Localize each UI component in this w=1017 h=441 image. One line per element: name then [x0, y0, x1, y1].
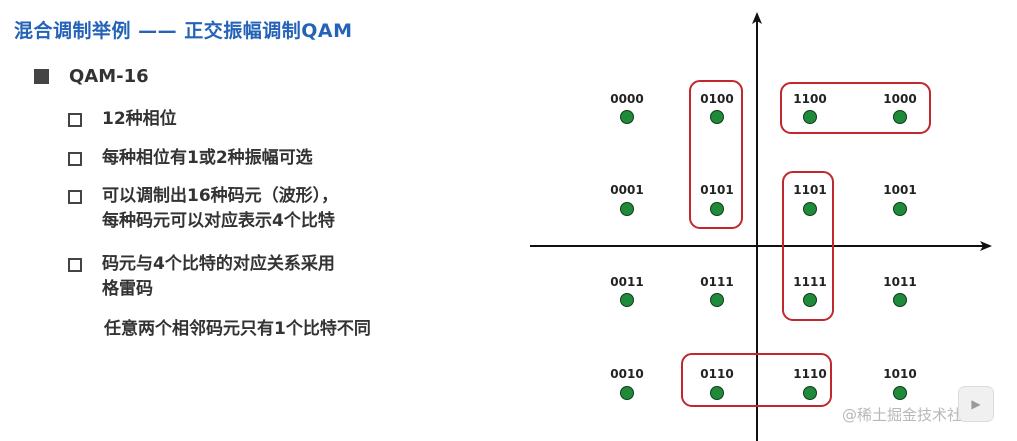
gray-group-box: [782, 171, 834, 321]
constellation-point: [893, 386, 907, 400]
gray-group-box: [780, 82, 931, 134]
constellation-point: [620, 202, 634, 216]
checkbox-bullet-icon: [68, 113, 82, 127]
corner-widget-icon[interactable]: ▶: [958, 386, 994, 422]
section-heading-text: QAM-16: [69, 66, 149, 87]
checkbox-bullet-icon: [68, 258, 82, 272]
checkbox-bullet-icon: [68, 190, 82, 204]
point-label: 1001: [883, 183, 916, 197]
section-heading: QAM-16: [34, 66, 149, 87]
constellation-point: [620, 386, 634, 400]
gray-code-note: 任意两个相邻码元只有1个比特不同: [104, 319, 371, 339]
point-label: 0100: [700, 92, 733, 106]
filled-square-bullet-icon: [34, 69, 49, 84]
slide-title: 混合调制举例 —— 正交振幅调制QAM: [14, 20, 353, 42]
point-label: 1011: [883, 275, 916, 289]
constellation-point: [710, 386, 724, 400]
constellation-point: [893, 202, 907, 216]
point-label: 0010: [610, 367, 643, 381]
point-label: 0001: [610, 183, 643, 197]
point-label: 0011: [610, 275, 643, 289]
list-item: 每种相位有1或2种振幅可选: [68, 146, 313, 171]
constellation-point: [893, 110, 907, 124]
list-item: 码元与4个比特的对应关系采用 格雷码: [68, 252, 335, 302]
list-item-text: 可以调制出16种码元（波形），: [102, 186, 339, 206]
constellation-point: [803, 110, 817, 124]
checkbox-bullet-icon: [68, 152, 82, 166]
constellation-point: [710, 110, 724, 124]
constellation-point: [803, 202, 817, 216]
constellation-point: [803, 386, 817, 400]
list-item: 12种相位: [68, 107, 177, 132]
list-item-text: 码元与4个比特的对应关系采用: [102, 254, 335, 274]
constellation-point: [893, 293, 907, 307]
point-label: 1010: [883, 367, 916, 381]
constellation-point: [803, 293, 817, 307]
list-item-text: 每种相位有1或2种振幅可选: [102, 148, 313, 168]
list-item-text: 格雷码: [102, 279, 153, 299]
point-label: 0101: [700, 183, 733, 197]
constellation-point: [620, 293, 634, 307]
point-label: 0111: [700, 275, 733, 289]
watermark: @稀土掘金技术社区: [842, 406, 978, 424]
gray-group-box: [689, 80, 743, 229]
list-item-text: 12种相位: [102, 109, 177, 129]
gray-group-box: [681, 353, 832, 407]
point-label: 1000: [883, 92, 916, 106]
point-label: 0000: [610, 92, 643, 106]
constellation-point: [710, 202, 724, 216]
constellation-point: [620, 110, 634, 124]
list-item: 可以调制出16种码元（波形）， 每种码元可以对应表示4个比特: [68, 184, 338, 234]
point-label: 1101: [793, 183, 826, 197]
point-label: 0110: [700, 367, 733, 381]
list-item-text: 每种码元可以对应表示4个比特: [102, 211, 335, 231]
constellation-point: [710, 293, 724, 307]
point-label: 1110: [793, 367, 826, 381]
point-label: 1100: [793, 92, 826, 106]
point-label: 1111: [793, 275, 826, 289]
